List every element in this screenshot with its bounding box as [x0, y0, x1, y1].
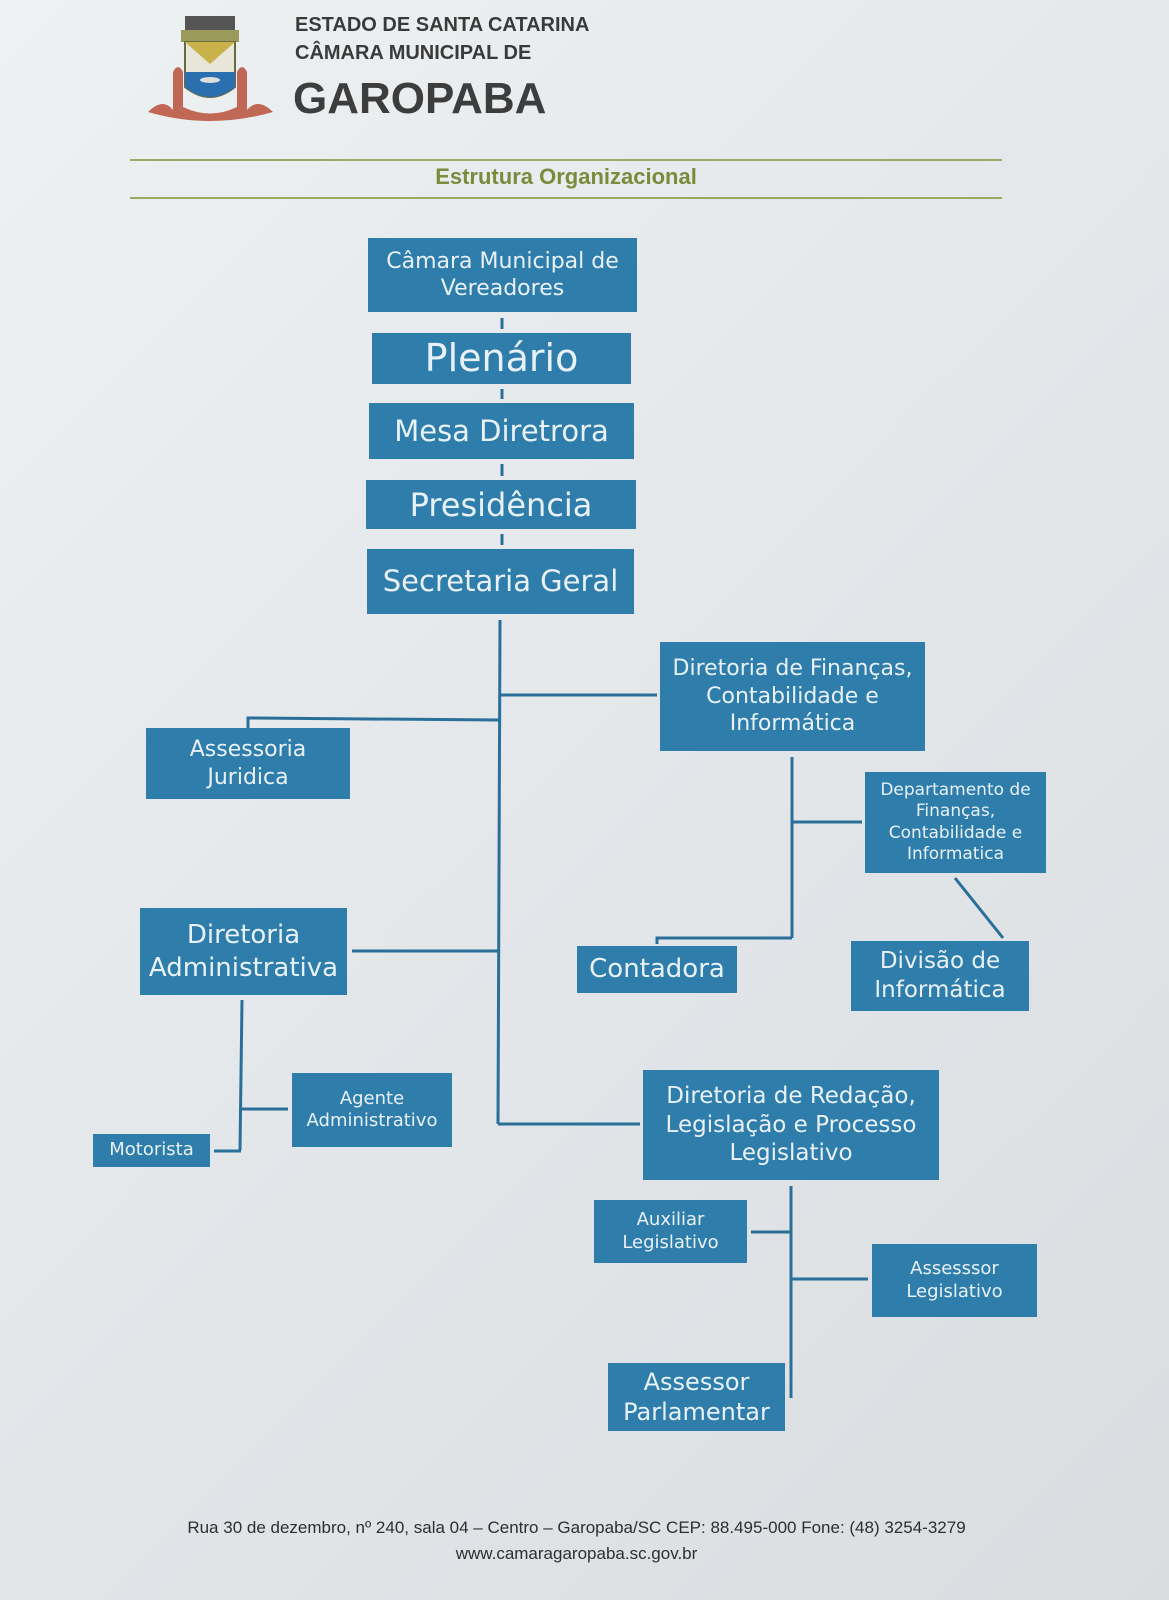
- box-diretoria-financas: Diretoria de Finanças, Contabilidade e I…: [660, 642, 925, 751]
- box-contadora: Contadora: [577, 946, 737, 993]
- box-agente-administrativo: Agente Administrativo: [292, 1073, 452, 1147]
- connector: [496, 619, 502, 1125]
- box-motorista: Motorista: [93, 1134, 210, 1167]
- box-diretoria-administrativa: Diretoria Administrativa: [140, 908, 347, 995]
- box-secretaria-geral: Secretaria Geral: [367, 549, 634, 614]
- connector: [238, 999, 244, 1151]
- section-title: Estrutura Organizacional: [435, 164, 697, 189]
- box-auxiliar-legislativo: Auxiliar Legislativo: [594, 1200, 747, 1263]
- header-rule-top: [130, 159, 1002, 161]
- box-assessoria-juridica: Assessoria Juridica: [146, 728, 350, 799]
- connector: [953, 877, 1005, 939]
- header-state: ESTADO DE SANTA CATARINA: [295, 14, 590, 36]
- footer-website: www.camaragaropaba.sc.gov.br: [455, 1544, 698, 1563]
- box-diretoria-redacao: Diretoria de Redação, Legislação e Proce…: [643, 1070, 939, 1180]
- header-city: GAROPABA: [293, 74, 547, 123]
- connector: [246, 716, 501, 728]
- box-plenario: Plenário: [372, 333, 631, 384]
- connector: [655, 936, 792, 944]
- header-chamber: CÂMARA MUNICIPAL DE: [295, 42, 532, 64]
- box-camara-municipal: Câmara Municipal de Vereadores: [368, 238, 637, 312]
- box-divisao-informatica: Divisão de Informática: [851, 941, 1029, 1011]
- box-mesa-diretora: Mesa Diretrora: [369, 403, 634, 459]
- header-rule-bottom: [130, 197, 1002, 199]
- box-assessor-parlamentar: Assessor Parlamentar: [608, 1363, 785, 1431]
- footer-address: Rua 30 de dezembro, nº 240, sala 04 – Ce…: [187, 1518, 966, 1537]
- coat-of-arms-logo: [143, 12, 278, 124]
- box-departamento-financas: Departamento de Finanças, Contabilidade …: [865, 772, 1046, 873]
- box-assessor-legislativo: Assesssor Legislativo: [872, 1244, 1037, 1317]
- box-presidencia: Presidência: [366, 480, 636, 529]
